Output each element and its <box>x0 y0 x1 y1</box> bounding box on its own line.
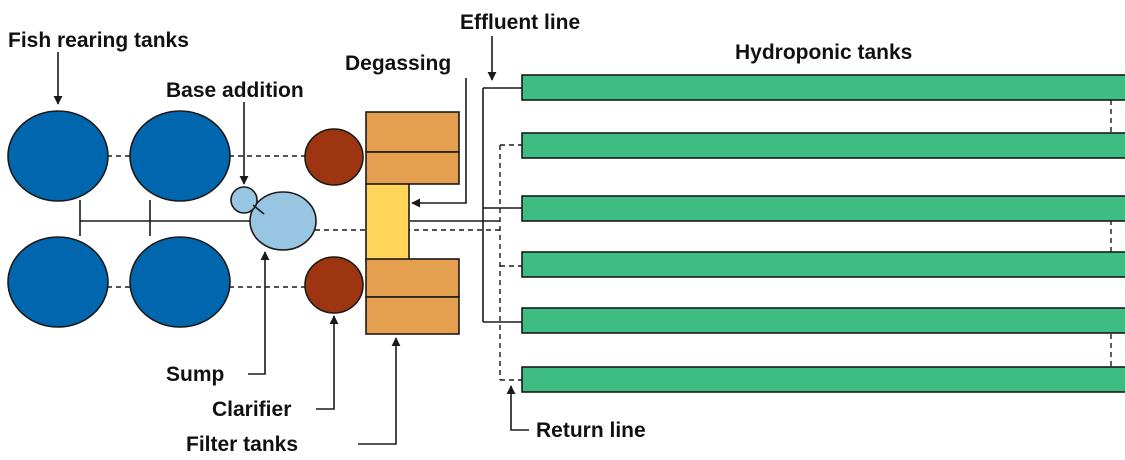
fish-tank-top-right <box>129 110 231 202</box>
fish-tank-top-left <box>7 110 109 202</box>
solid-pipes <box>79 87 522 323</box>
hydroponic-tank-6 <box>521 366 1125 393</box>
label-degassing: Degassing <box>345 52 451 75</box>
hydroponic-tanks <box>521 74 1125 393</box>
fish-rearing-tanks <box>7 110 231 328</box>
label-filter-tanks: Filter tanks <box>186 433 298 456</box>
clarifier-bottom <box>304 256 364 314</box>
hydroponic-tank-2 <box>521 132 1125 159</box>
label-sump: Sump <box>166 363 224 386</box>
label-fish-rearing-tanks: Fish rearing tanks <box>8 29 189 52</box>
hydroponic-tank-3 <box>521 195 1125 222</box>
fish-tank-bottom-right <box>129 236 231 328</box>
hydroponic-tank-5 <box>521 307 1125 334</box>
fish-tank-bottom-left <box>7 236 109 328</box>
filter-tank-bottom-lower <box>365 296 460 335</box>
base-addition-tank <box>230 186 258 214</box>
hydroponic-tank-4 <box>521 251 1125 278</box>
label-return-line: Return line <box>536 419 646 442</box>
label-arrows <box>53 36 529 445</box>
hydroponic-tank-1 <box>521 74 1125 101</box>
label-effluent-line: Effluent line <box>460 11 580 34</box>
filter-tank-top-lower <box>365 151 460 185</box>
degassing-tank <box>365 182 410 262</box>
label-clarifier: Clarifier <box>212 398 291 421</box>
clarifier-top <box>304 128 364 186</box>
label-base-addition: Base addition <box>166 79 304 102</box>
sump <box>249 191 317 251</box>
filter-tank-top-upper <box>365 111 460 153</box>
filter-tank-bottom-upper <box>365 258 460 298</box>
label-hydroponic-tanks: Hydroponic tanks <box>735 41 912 64</box>
